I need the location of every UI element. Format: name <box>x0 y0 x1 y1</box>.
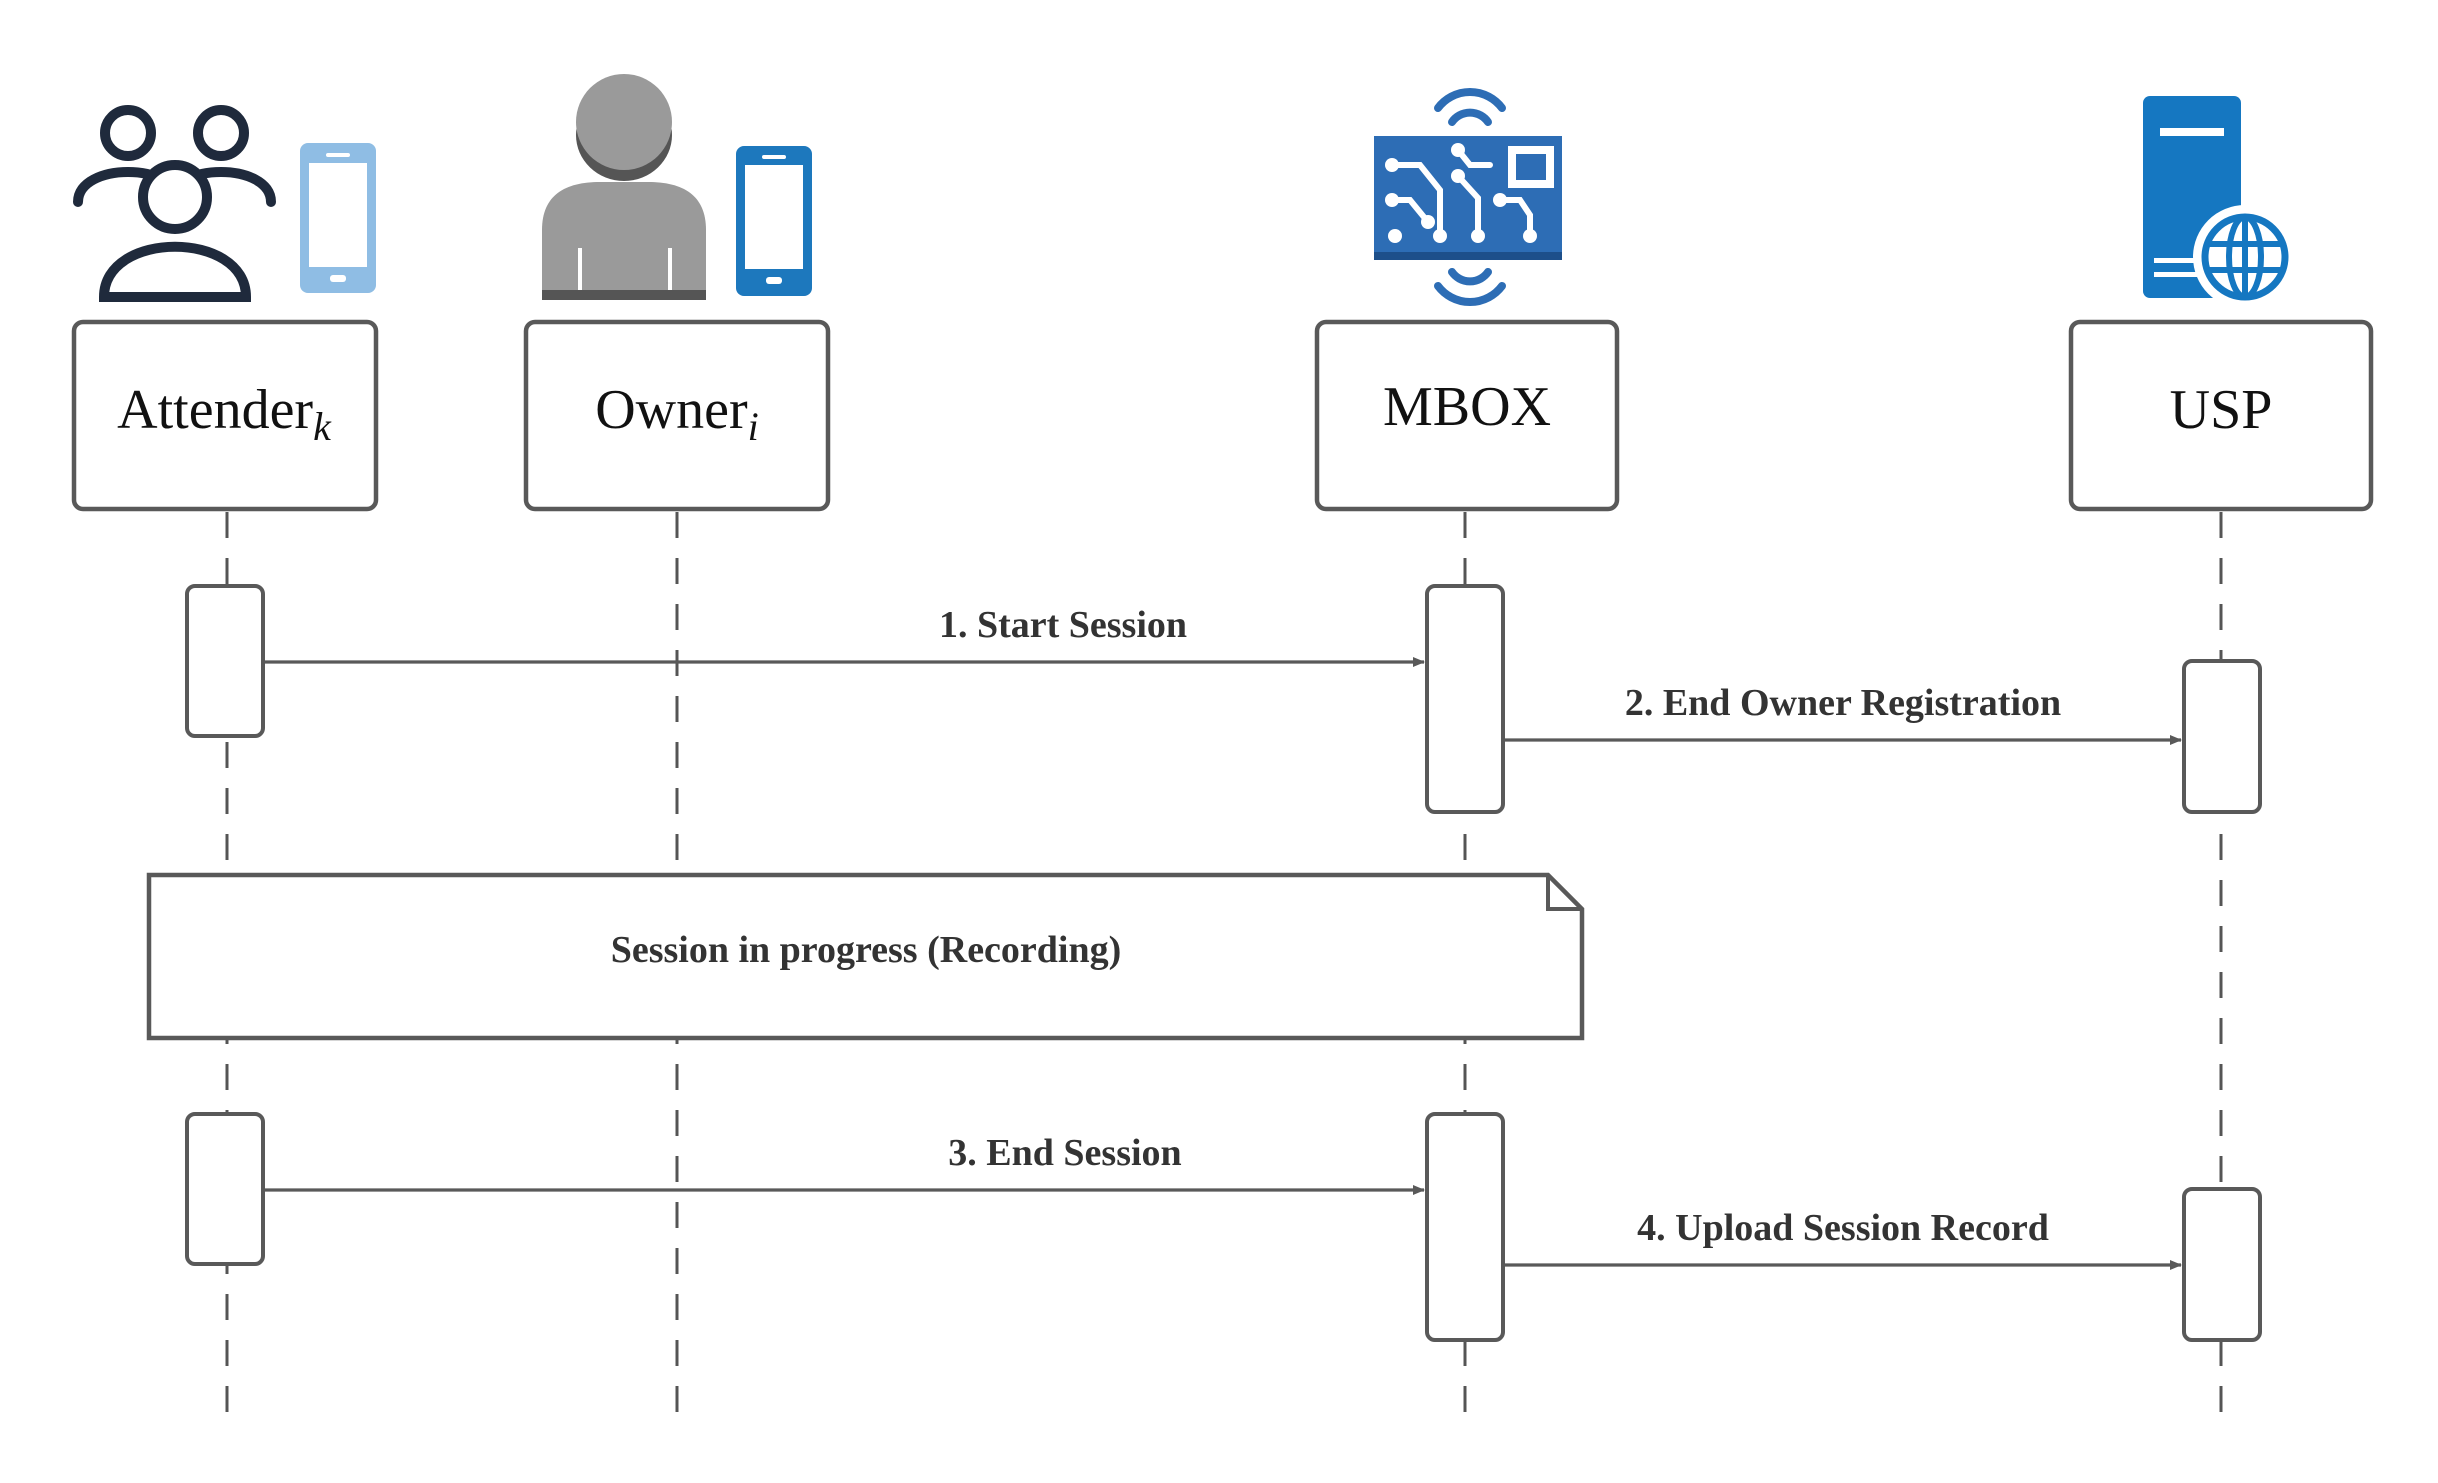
message-end-owner-registration: 2. End Owner Registration <box>1503 682 2182 745</box>
group-people-icon <box>73 105 276 302</box>
activation-attender-1 <box>185 584 265 738</box>
message-end-session: 3. End Session <box>263 1132 1425 1195</box>
participant-subscript: k <box>313 404 332 449</box>
web-server-icon <box>2143 96 2297 309</box>
participant-label: MBOX <box>1383 376 1551 438</box>
activation-mbox-1 <box>1425 584 1505 814</box>
note-session-in-progress: Session in progress (Recording) <box>146 872 1585 1041</box>
svg-text:Attenderk: Attenderk <box>117 379 332 449</box>
activation-mbox-2 <box>1425 1112 1505 1342</box>
note-label: Session in progress (Recording) <box>611 929 1122 971</box>
smartphone-icon <box>736 146 812 296</box>
participant-owner: Owneri <box>523 319 831 512</box>
participant-attender: Attenderk <box>71 319 379 512</box>
smartphone-icon <box>300 143 376 293</box>
activation-attender-2 <box>185 1112 265 1266</box>
message-start-session: 1. Start Session <box>263 604 1425 667</box>
message-label: 4. Upload Session Record <box>1637 1207 2049 1249</box>
participant-subscript: i <box>748 404 759 449</box>
activation-usp-1 <box>2182 659 2262 814</box>
participant-usp: USP <box>2068 319 2374 512</box>
svg-text:Owneri: Owneri <box>595 379 759 449</box>
message-label: 1. Start Session <box>939 604 1187 646</box>
message-label: 2. End Owner Registration <box>1625 682 2061 724</box>
participant-label: Owner <box>595 379 748 441</box>
participant-label: USP <box>2170 379 2273 441</box>
message-upload-session-record: 4. Upload Session Record <box>1503 1207 2182 1270</box>
participant-mbox: MBOX <box>1314 319 1620 512</box>
activation-usp-2 <box>2182 1187 2262 1342</box>
participant-label: Attender <box>117 379 313 441</box>
circuit-board-wireless-icon <box>1374 88 1562 306</box>
message-label: 3. End Session <box>948 1132 1181 1174</box>
person-icon <box>542 74 706 300</box>
